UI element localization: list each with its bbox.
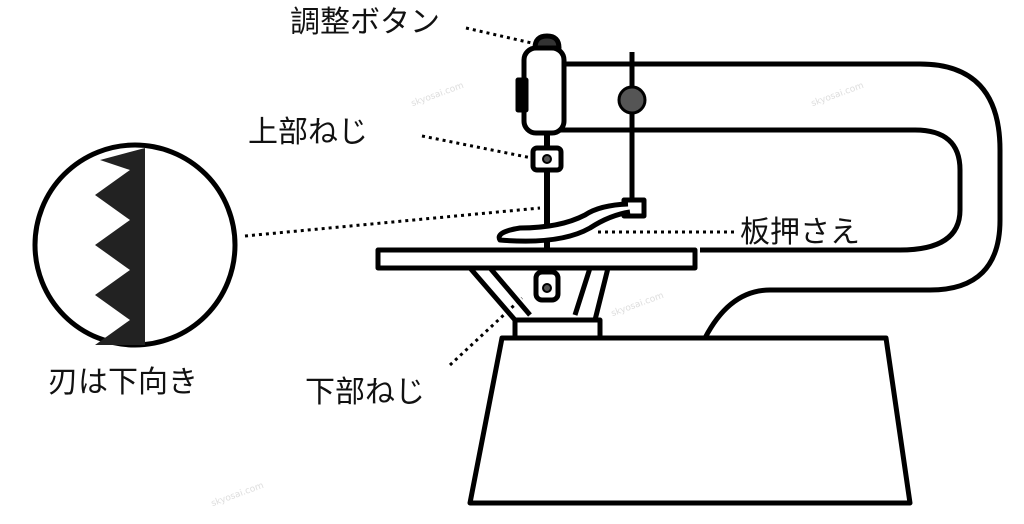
label-hold-down: 板押さえ <box>740 215 860 250</box>
saw-table <box>375 247 698 271</box>
adjust-button <box>532 33 562 51</box>
pedestal <box>468 266 611 338</box>
leader-adjust <box>465 26 537 46</box>
label-adjust-button: 調整ボタン <box>290 5 440 40</box>
leader-lower <box>448 296 524 367</box>
blade-zoom-circle <box>32 142 238 348</box>
leader-blade <box>244 206 541 238</box>
label-blade-down: 刃は下向き <box>48 365 198 400</box>
upper-holder <box>521 45 567 136</box>
hold-down-foot <box>496 201 631 244</box>
saw-base <box>467 335 913 506</box>
leader-upper <box>421 134 533 160</box>
label-upper-screw: 上部ねじ <box>248 115 368 150</box>
label-lower-screw: 下部ねじ <box>305 375 425 410</box>
saw-arm <box>560 61 1003 340</box>
blade-teeth <box>95 148 145 345</box>
